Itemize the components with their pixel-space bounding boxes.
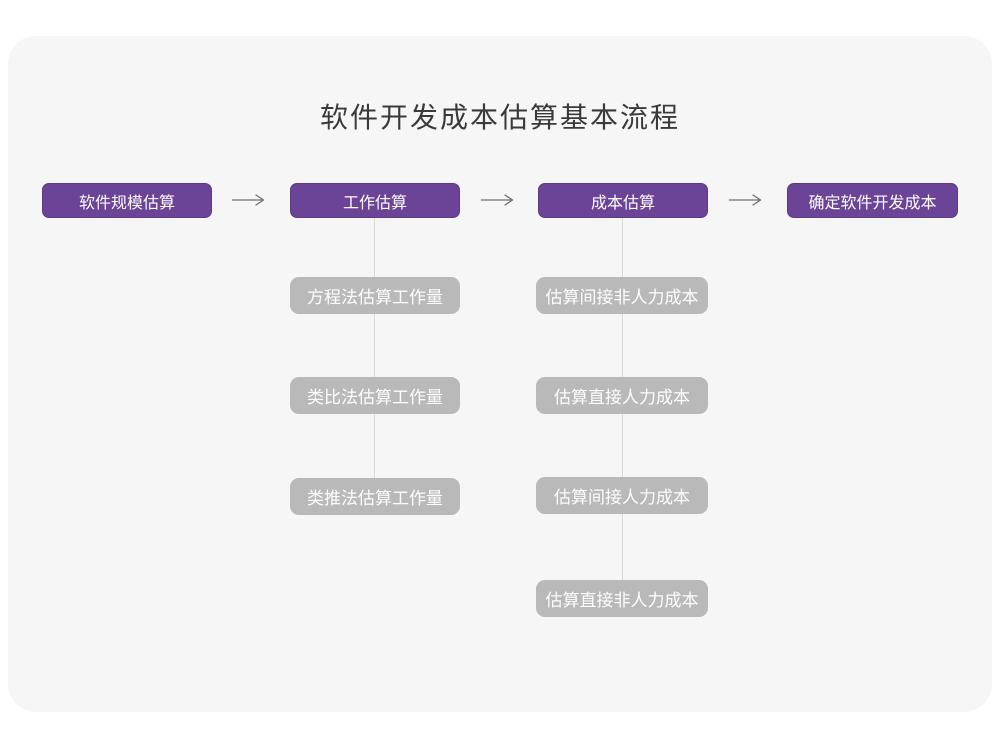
right-arrow-icon — [232, 194, 265, 206]
diagram-canvas — [8, 36, 992, 712]
cost-item-label: 估算间接非人力成本 — [545, 288, 699, 307]
right-arrow-icon — [729, 194, 762, 206]
stage-node-software-size-estimation: 软件规模估算 — [42, 183, 212, 218]
stage-label: 软件规模估算 — [78, 194, 175, 212]
stage-label: 确定软件开发成本 — [808, 194, 937, 212]
right-arrow-icon — [481, 194, 514, 206]
method-label: 类比法估算工作量 — [307, 388, 443, 407]
method-node-equation: 方程法估算工作量 — [290, 277, 460, 314]
diagram-title: 软件开发成本估算基本流程 — [319, 102, 680, 133]
cost-item-node-direct-nonlabor: 估算直接非人力成本 — [536, 580, 708, 617]
connector-line-effort-column — [374, 218, 375, 480]
cost-item-node-indirect-nonlabor: 估算间接非人力成本 — [536, 277, 708, 314]
cost-item-node-indirect-labor: 估算间接人力成本 — [536, 477, 708, 514]
cost-item-node-direct-labor: 估算直接人力成本 — [536, 377, 708, 414]
stage-node-cost-estimation: 成本估算 — [538, 183, 708, 218]
stage-node-effort-estimation: 工作估算 — [290, 183, 460, 218]
cost-item-label: 估算直接人力成本 — [554, 388, 690, 407]
cost-item-label: 估算直接非人力成本 — [545, 591, 699, 610]
method-label: 类推法估算工作量 — [307, 489, 443, 508]
method-label: 方程法估算工作量 — [307, 288, 443, 307]
stage-label: 工作估算 — [342, 194, 407, 212]
method-node-extrapolation: 类推法估算工作量 — [290, 478, 460, 515]
cost-item-label: 估算间接人力成本 — [554, 488, 690, 507]
method-node-analogy: 类比法估算工作量 — [290, 377, 460, 414]
stage-node-determine-development-cost: 确定软件开发成本 — [787, 183, 958, 218]
stage-label: 成本估算 — [590, 194, 655, 212]
